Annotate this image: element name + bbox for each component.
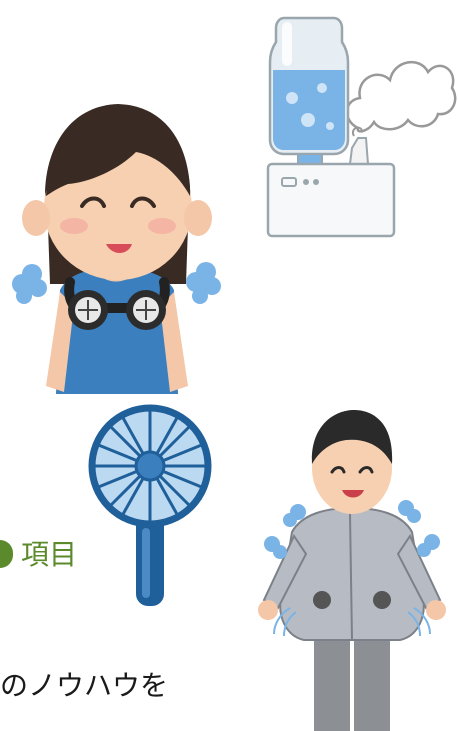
item-label-text: 項目 xyxy=(21,538,78,571)
humidifier-base xyxy=(266,162,396,238)
worker-in-fan-jacket-illustration xyxy=(258,410,446,731)
girl-with-neck-fan-illustration xyxy=(12,104,221,394)
steam-cloud xyxy=(345,60,457,133)
humidifier-illustration xyxy=(266,16,457,238)
bullet-marker-icon xyxy=(0,540,13,568)
handheld-fan-illustration xyxy=(88,404,212,606)
wind-puffs xyxy=(264,500,440,559)
wind-puff-right xyxy=(186,262,221,304)
blue-shirt xyxy=(56,268,178,394)
wind-puff-left xyxy=(12,264,47,304)
item-label: 項目 xyxy=(0,540,77,576)
knowhow-text: のノウハウを xyxy=(0,669,169,702)
